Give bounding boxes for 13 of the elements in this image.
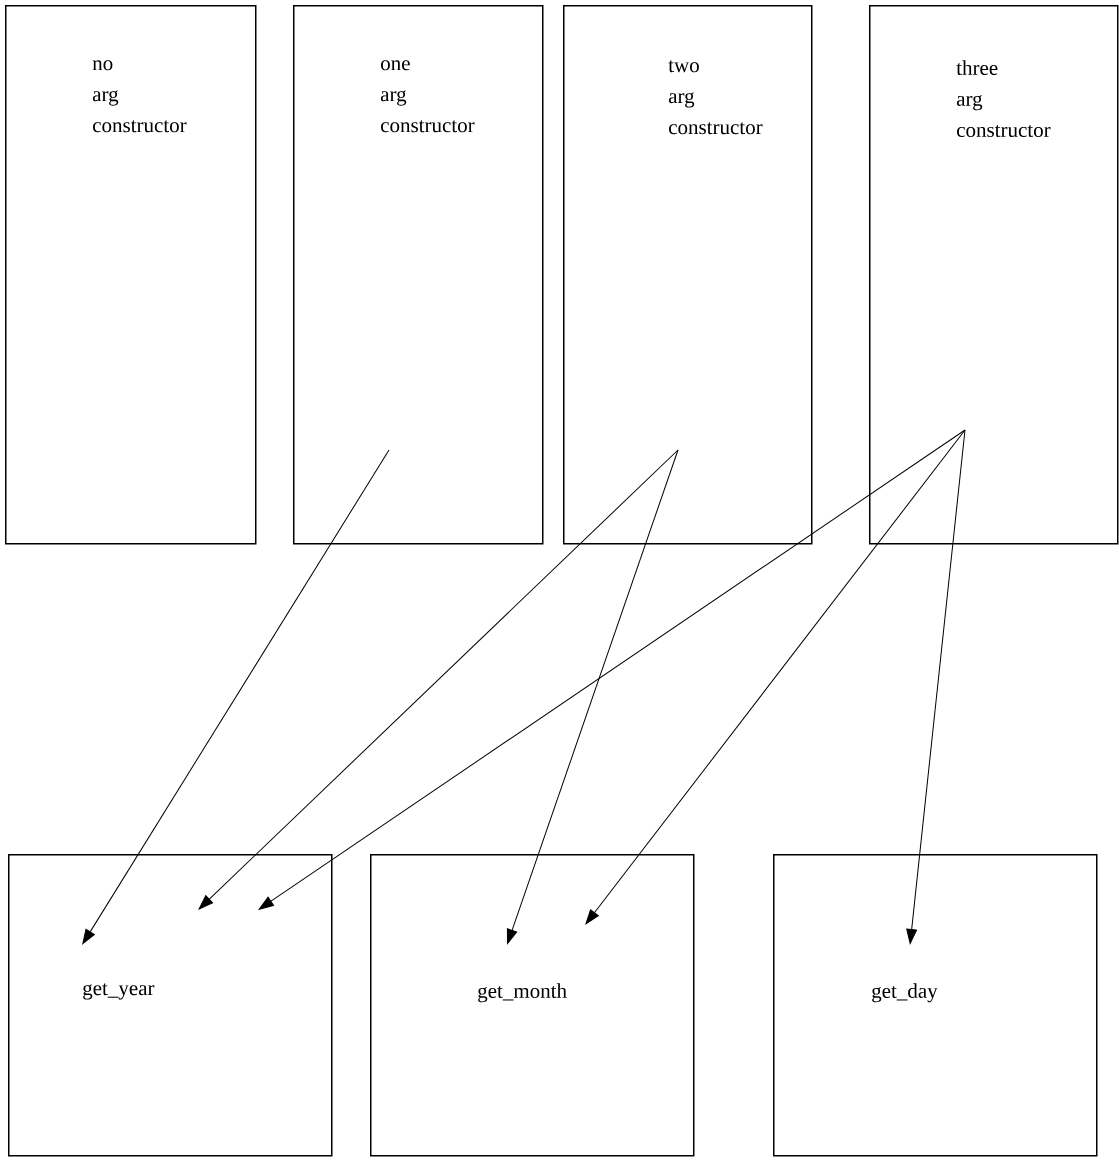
box: three arg constructor <box>869 5 1119 545</box>
box: no arg constructor <box>5 5 257 545</box>
box: get_month <box>370 854 695 1157</box>
box: one arg constructor <box>293 5 544 545</box>
arrow <box>82 449 390 945</box>
box: two arg constructor <box>563 5 813 545</box>
box: get_day <box>773 854 1098 1157</box>
arrow <box>585 429 966 925</box>
arrow <box>258 429 966 910</box>
box: get_year <box>8 854 333 1157</box>
arrow <box>906 429 966 944</box>
arrow <box>506 449 679 945</box>
arrow <box>198 449 679 910</box>
